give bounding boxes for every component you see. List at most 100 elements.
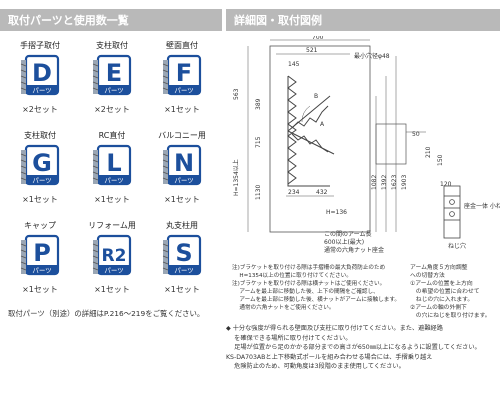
angle-arc [301, 105, 311, 123]
label-b: B [314, 93, 318, 100]
bottom-note-line: 危険防止のため、可動角度は3段階のまま使用してください。 [226, 363, 405, 370]
part-letter: R2 [102, 246, 127, 266]
detail-notes: 注)ブラケットを取り付ける際は手摺柵の最大負荷防止のため H=1354以上の位置… [232, 264, 412, 312]
arm-note-line: ねじの穴に入れます。 [410, 297, 474, 303]
part-sub: パーツ [174, 177, 193, 185]
arm-note-line: ①アームの位置を上方向 [410, 281, 473, 287]
part-qty: ×1セット [164, 285, 200, 294]
part-sub: パーツ [104, 177, 123, 185]
arm-note-line: アーム角度５方向調整 [410, 265, 468, 271]
dim-234: 234 [288, 189, 300, 196]
note-line: アームを最上部に移動した後、上下の間隔をご確認し、 [232, 289, 379, 295]
part-qty: ×2セット [94, 105, 130, 114]
dim-563: 563 [233, 88, 240, 100]
parts-title: 取付パーツと使用数一覧 [8, 14, 129, 27]
dim-1130: 1130 [255, 185, 262, 200]
panel-outline [269, 45, 371, 233]
part-label: 支柱取付 [24, 131, 56, 140]
part-qty: ×1セット [94, 285, 130, 294]
part-letter: G [32, 149, 52, 177]
dim-1392: 1392 [381, 175, 388, 190]
dim-389: 389 [255, 98, 262, 110]
part-label: 支柱取付 [96, 41, 128, 50]
base-label: 座金一体 小ねじ [464, 202, 500, 210]
screw-label: ねじ穴 [448, 242, 466, 250]
part-label: バルコニー用 [158, 131, 206, 140]
part-label: リフォーム用 [88, 221, 136, 230]
part-qty: ×1セット [22, 285, 58, 294]
part-sub: パーツ [104, 87, 123, 95]
bottom-note-line: を確保できる場所に取り付けてください。 [226, 334, 352, 342]
part-sub: パーツ [104, 267, 123, 275]
dim-432: 432 [316, 189, 328, 196]
dim-1082: 1082 [371, 175, 378, 190]
part-qty: ×1セット [22, 195, 58, 204]
part-letter: N [174, 149, 194, 177]
part-sub: パーツ [174, 87, 193, 95]
dim-h1354: H=1354以上 [232, 159, 240, 196]
part-label: 丸支柱用 [166, 221, 198, 230]
arm-note-line: の希望の位置に合わせて [410, 289, 480, 295]
detail-header-bar [226, 9, 500, 31]
note-line: 注)ブラケットを取り付ける際は手摺柵の最大負荷防止のため [232, 265, 386, 271]
dim-1903: 1903 [401, 175, 408, 190]
part-letter: D [32, 59, 52, 87]
part-qty: ×2セット [22, 105, 58, 114]
note-line: H=1354以上の位置に取り付けてください。 [232, 273, 352, 279]
part-label: RC直付 [98, 131, 126, 140]
part-letter: S [175, 239, 192, 267]
dim-700: 700 [312, 36, 324, 41]
detail-title: 詳細図・取付図例 [234, 14, 322, 27]
arm-structure [287, 75, 335, 187]
part-sub: パーツ [32, 177, 51, 185]
bottom-note-line: KS-DA703ABと上下移動式ポールを組み合わせる場合には、手摺乗り越え [226, 353, 433, 361]
bottom-note-line: ◆ 十分な強度が得られる壁面及び支柱に取り付けてください。また、避難経路 [226, 325, 443, 332]
wall-text: 通常の六角ナット座金 [324, 246, 384, 254]
part-qty: ×1セット [164, 195, 200, 204]
part-qty: ×1セット [94, 195, 130, 204]
part-sub: パーツ [174, 267, 193, 275]
part-letter: F [176, 59, 192, 87]
dim-1623: 1623 [391, 175, 398, 190]
parts-header-bar [0, 9, 222, 31]
dim-210: 210 [425, 146, 432, 158]
dim-145: 145 [288, 61, 300, 68]
detail-panel: 詳細図・取付図例 700 521 145 最小穴径φ48 563 389 715… [226, 0, 500, 401]
bottom-note-line: 足場が位置から足のかかる部分までの高さが650㎜以上になるように設置してください… [226, 344, 481, 351]
dim-120: 120 [440, 181, 452, 188]
dim-50: 50 [412, 131, 420, 138]
part-sub: パーツ [32, 267, 51, 275]
dim-hole: 最小穴径φ48 [354, 52, 390, 60]
bracket-detail [443, 185, 461, 239]
dim-h136: H=136 [326, 209, 347, 216]
dim-715: 715 [255, 136, 262, 148]
parts-footer-note: 取付パーツ（別途）の詳細はP.216～219をご覧ください。 [8, 309, 205, 318]
part-label: 壁面直付 [166, 41, 198, 50]
dim-150: 150 [437, 154, 444, 166]
dim-521: 521 [306, 47, 318, 54]
detail-drawing: 700 521 145 最小穴径φ48 563 389 715 H=1354以上… [232, 36, 500, 254]
part-sub: パーツ [32, 87, 51, 95]
label-a: A [320, 121, 325, 128]
part-label: 手摺子取付 [20, 41, 60, 50]
part-letter: P [33, 239, 51, 267]
arm-note-line: ②アームの軸の外側下 [410, 305, 467, 311]
